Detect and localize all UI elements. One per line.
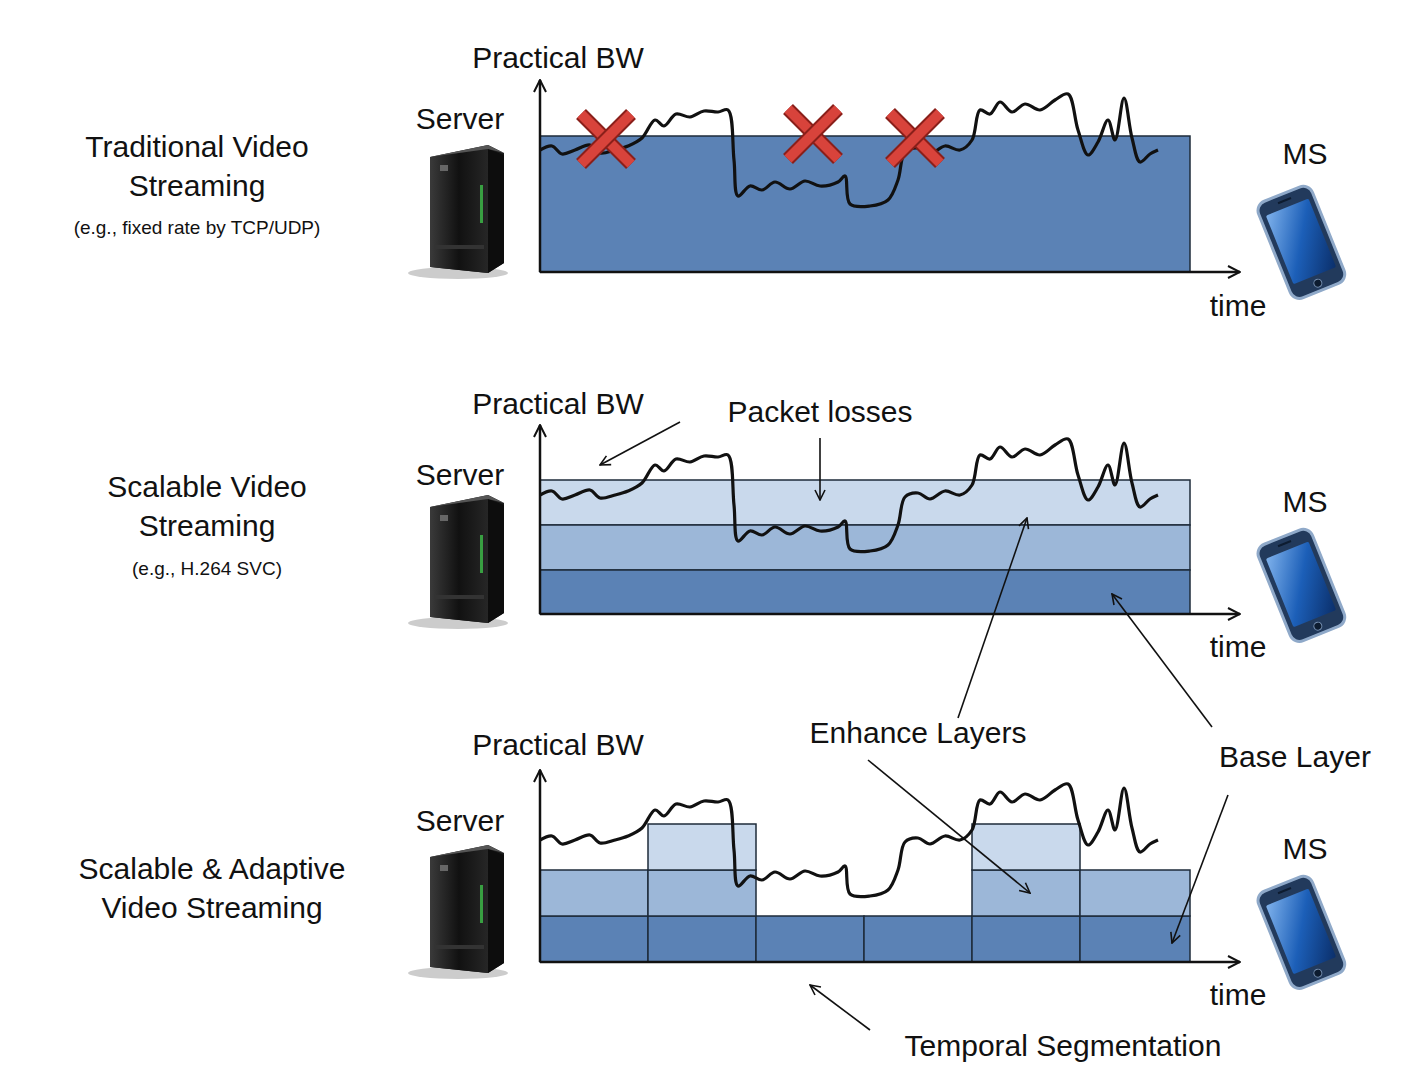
server-icon xyxy=(408,495,508,629)
scheme-subtitle: (e.g., fixed rate by TCP/UDP) xyxy=(74,216,321,241)
leader-arrow xyxy=(819,438,821,500)
base-layer-segment xyxy=(756,916,864,962)
enhance-layer-segment xyxy=(972,824,1080,870)
axis-label: Practical BW xyxy=(472,725,644,764)
callout-label: Packet losses xyxy=(727,392,912,431)
leader-arrow xyxy=(600,422,680,465)
y-axis xyxy=(539,80,542,272)
mobile-phone-icon xyxy=(1255,873,1348,991)
enhance-layer-segment xyxy=(648,870,756,916)
loss-cross xyxy=(890,113,940,163)
scheme-title: Scalable & Adaptive Video Streaming xyxy=(62,849,362,927)
leader-arrow xyxy=(1112,594,1212,727)
callout-label: Temporal Segmentation xyxy=(905,1026,1222,1065)
server-label: Server xyxy=(416,801,504,840)
axis-label: Practical BW xyxy=(472,38,644,77)
base-layer-segment xyxy=(648,916,756,962)
leader-arrow xyxy=(868,760,1030,893)
leader-arrow xyxy=(958,518,1027,718)
mobile-phone-icon xyxy=(1255,183,1348,301)
base-layer-segment xyxy=(864,916,972,962)
time-axis xyxy=(540,271,1240,274)
axis-label: Practical BW xyxy=(472,384,644,423)
scheme-title: Scalable Video Streaming xyxy=(72,467,342,545)
leader-arrow xyxy=(1172,795,1228,943)
time-axis xyxy=(540,961,1240,964)
enhance-layer-segment xyxy=(1080,870,1190,916)
bandwidth-curve xyxy=(540,94,1158,207)
enhance-layer-segment xyxy=(540,870,648,916)
leader-arrow xyxy=(810,985,870,1030)
bandwidth-curve xyxy=(540,439,1158,552)
scheme-subtitle: (e.g., H.264 SVC) xyxy=(132,557,282,582)
axis-label: time xyxy=(1210,286,1267,325)
callout-label: Base Layer xyxy=(1219,737,1371,776)
callout-label: Enhance Layers xyxy=(810,713,1027,752)
bandwidth-curve xyxy=(540,784,1158,897)
mobile-phone-icon xyxy=(1255,526,1348,644)
y-axis xyxy=(539,770,542,962)
base-layer-segment xyxy=(540,916,648,962)
server-icon xyxy=(408,145,508,279)
server-label: Server xyxy=(416,455,504,494)
base-layer-band xyxy=(540,570,1190,614)
time-axis xyxy=(540,613,1240,616)
y-axis xyxy=(539,425,542,614)
device-label: MS xyxy=(1283,829,1328,868)
loss-cross xyxy=(581,114,631,164)
device-label: MS xyxy=(1283,134,1328,173)
server-icon xyxy=(408,845,508,979)
fixed-rate-band xyxy=(540,136,1190,272)
enhance-layer-segment xyxy=(972,870,1080,916)
scheme-title: Traditional Video Streaming xyxy=(72,127,322,205)
axis-label: time xyxy=(1210,627,1267,666)
enhance-layer-band xyxy=(540,525,1190,570)
loss-cross xyxy=(788,109,838,159)
device-label: MS xyxy=(1283,482,1328,521)
axis-label: time xyxy=(1210,975,1267,1014)
base-layer-segment xyxy=(972,916,1080,962)
server-label: Server xyxy=(416,99,504,138)
enhance-layer-segment xyxy=(648,824,756,870)
